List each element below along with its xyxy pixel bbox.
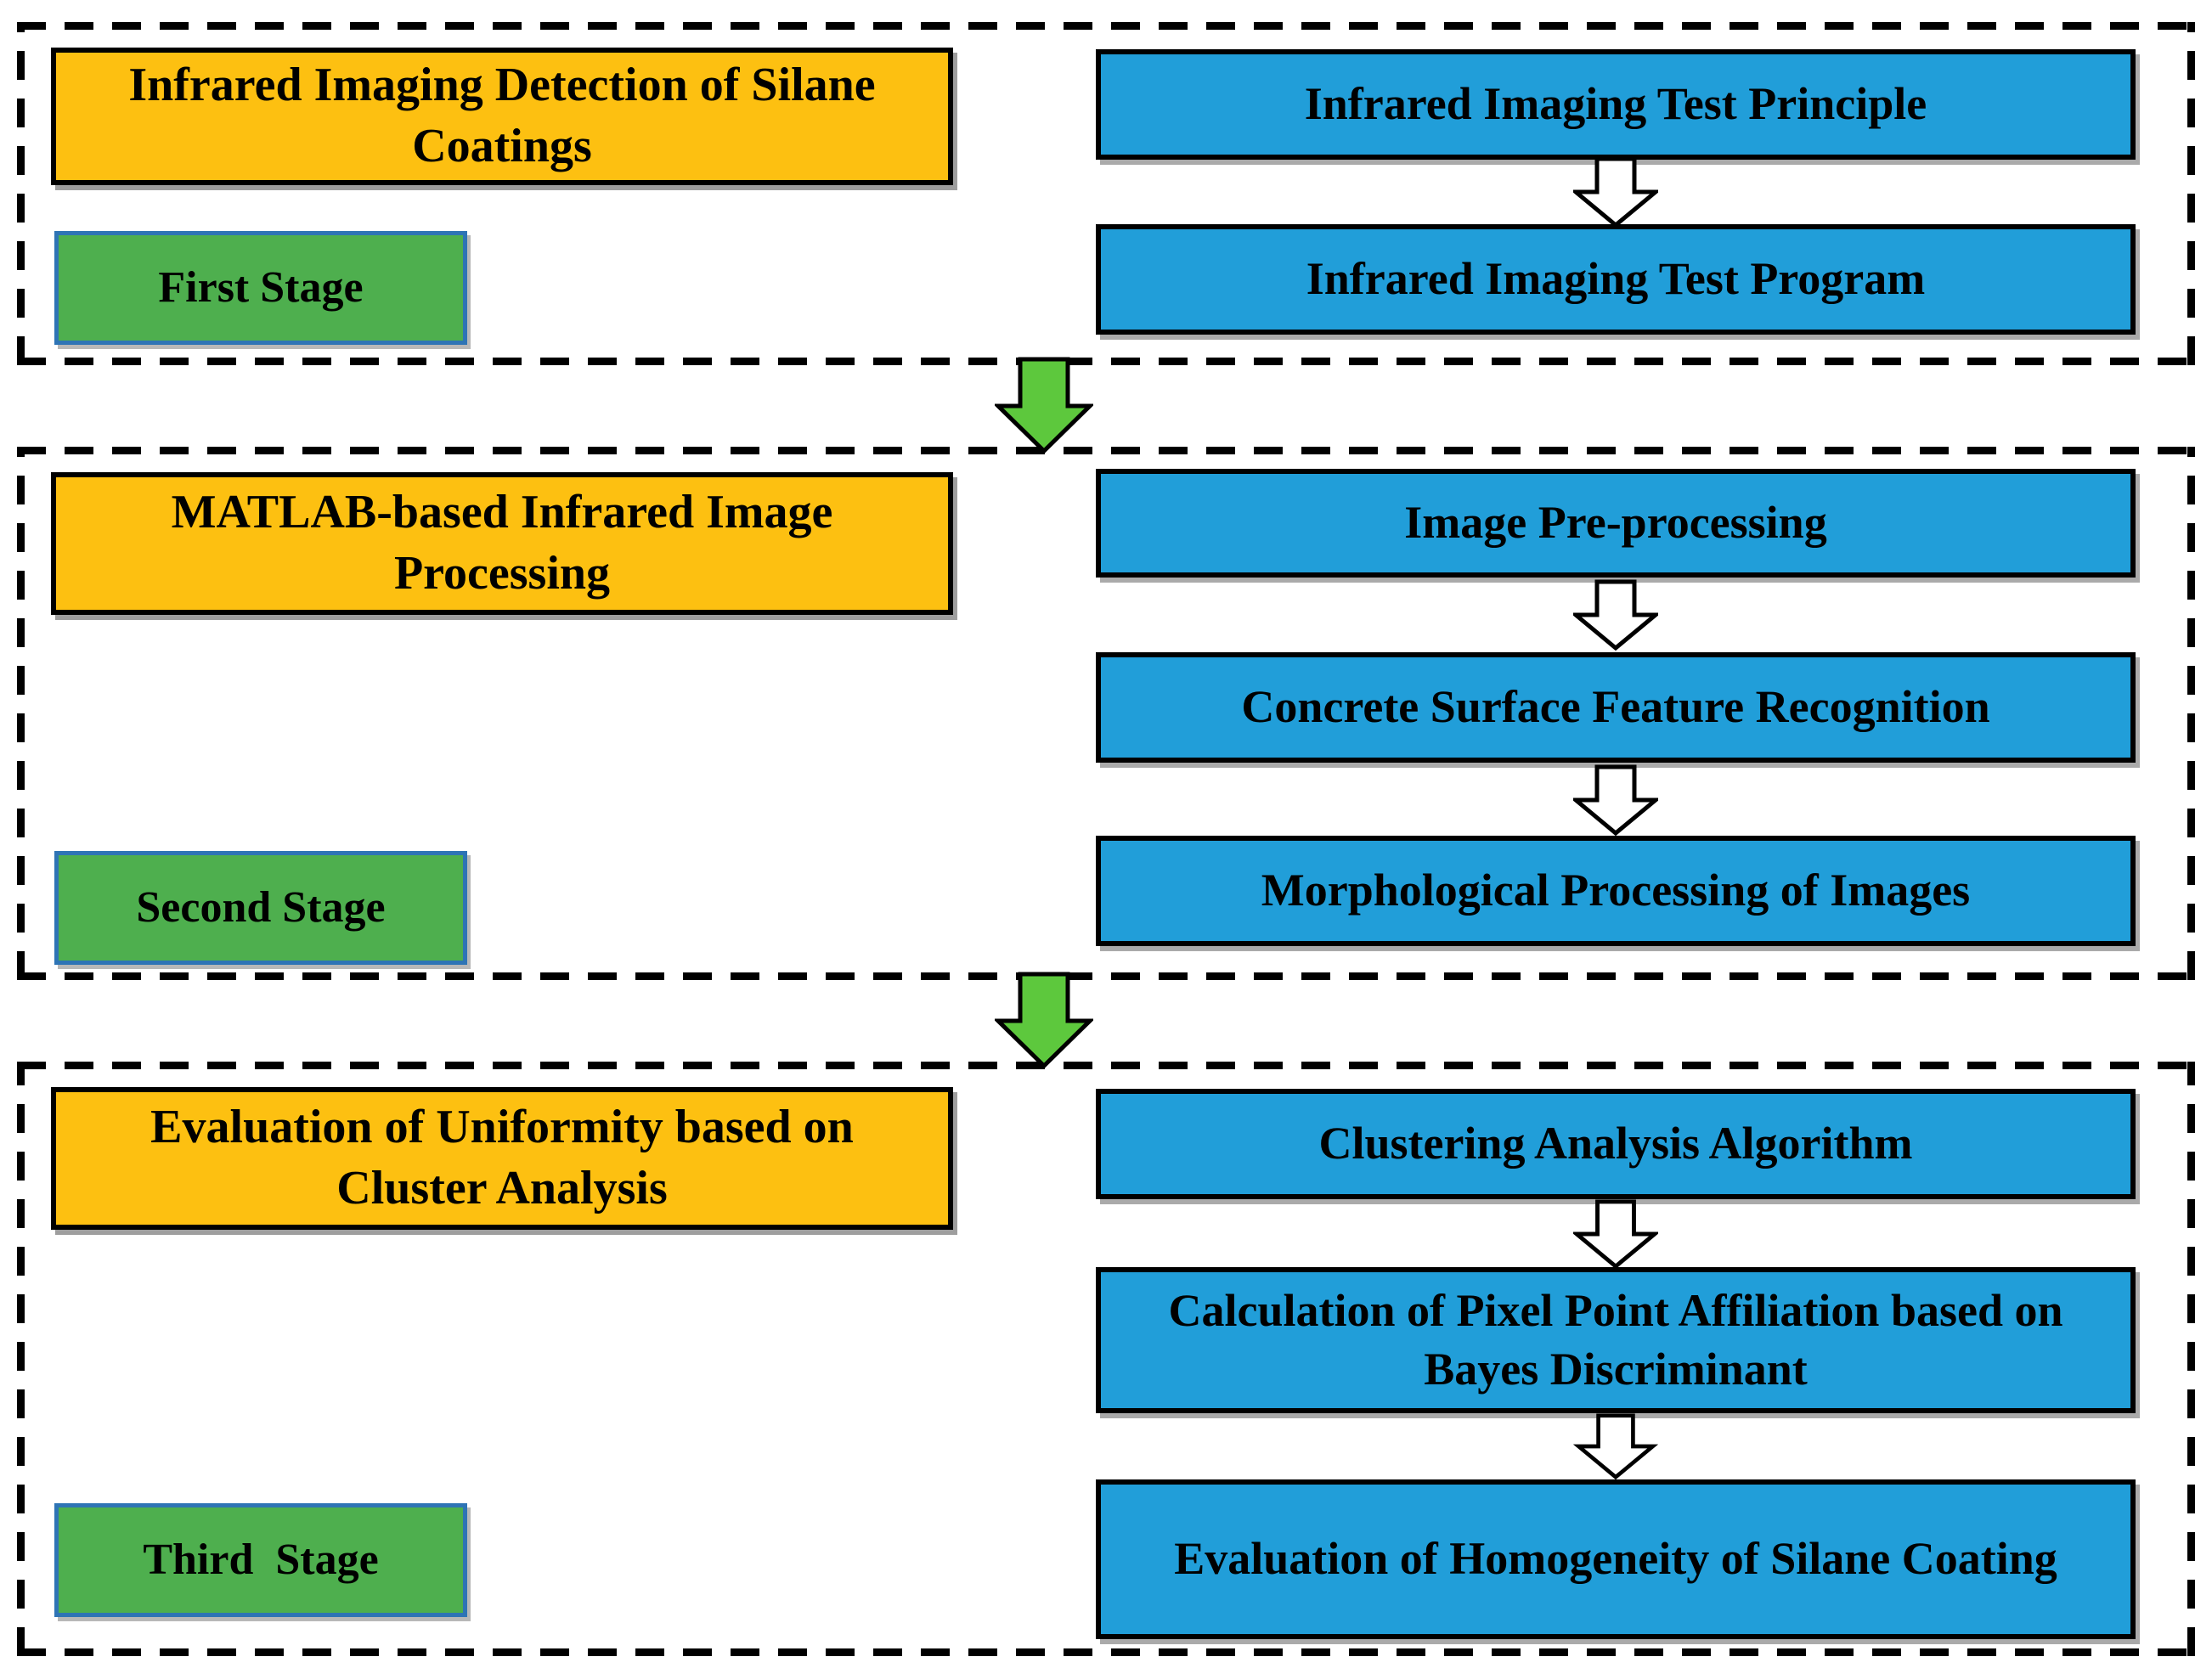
stage-3-label-box: Third Stage	[54, 1503, 467, 1617]
stage-transition-arrow-icon	[995, 357, 1093, 454]
stage-transition-arrow-icon	[995, 972, 1093, 1068]
stage-2-label-text: Second Stage	[136, 882, 386, 932]
stage-1-step-1-box: Infrared Imaging Test Principle	[1096, 49, 2136, 160]
stage-3-step-1-text: Clustering Analysis Algorithm	[1318, 1118, 1913, 1169]
stage-1-title-text: Infrared Imaging Detection of Silane Coa…	[128, 59, 876, 172]
stage-1-section: Infrared Imaging Detection of Silane Coa…	[17, 22, 2195, 365]
step-flow-arrow-icon	[1573, 1199, 1658, 1269]
stage-3-step-3-text: Evaluation of Homogeneity of Silane Coat…	[1174, 1533, 2057, 1585]
stage-2-section: MATLAB-based Infrared Image Processing S…	[17, 447, 2195, 980]
stage-2-step-2-text: Concrete Surface Feature Recognition	[1241, 681, 1990, 733]
stage-2-step-3-box: Morphological Processing of Images	[1096, 836, 2136, 946]
stage-1-title-box: Infrared Imaging Detection of Silane Coa…	[51, 48, 953, 185]
stage-1-step-2-box: Infrared Imaging Test Program	[1096, 224, 2136, 335]
stage-2-step-3-text: Morphological Processing of Images	[1261, 865, 1971, 916]
stage-3-label-text: Third Stage	[143, 1535, 379, 1584]
stage-2-step-1-text: Image Pre-processing	[1404, 497, 1827, 549]
stage-3-step-1-box: Clustering Analysis Algorithm	[1096, 1089, 2136, 1199]
stage-3-step-2-box: Calculation of Pixel Point Affiliation b…	[1096, 1267, 2136, 1413]
stage-1-step-1-text: Infrared Imaging Test Principle	[1304, 78, 1927, 130]
stage-2-step-1-box: Image Pre-processing	[1096, 469, 2136, 578]
stage-3-step-3-box: Evaluation of Homogeneity of Silane Coat…	[1096, 1479, 2136, 1639]
stage-3-section: Evaluation of Uniformity based on Cluste…	[17, 1062, 2195, 1656]
stage-3-title-box: Evaluation of Uniformity based on Cluste…	[51, 1087, 953, 1230]
stage-1-label-box: First Stage	[54, 231, 467, 345]
stage-2-label-box: Second Stage	[54, 851, 467, 965]
step-flow-arrow-icon	[1573, 1413, 1658, 1479]
stage-3-title-text: Evaluation of Uniformity based on Cluste…	[150, 1101, 854, 1214]
stage-1-label-text: First Stage	[158, 262, 364, 312]
stage-2-title-text: MATLAB-based Infrared Image Processing	[171, 486, 833, 600]
stage-2-title-box: MATLAB-based Infrared Image Processing	[51, 472, 953, 615]
step-flow-arrow-icon	[1573, 764, 1658, 836]
stage-3-step-2-text: Calculation of Pixel Point Affiliation b…	[1168, 1284, 2063, 1395]
step-flow-arrow-icon	[1573, 156, 1658, 228]
stage-1-step-2-text: Infrared Imaging Test Program	[1306, 253, 1926, 305]
stage-2-step-2-box: Concrete Surface Feature Recognition	[1096, 652, 2136, 763]
step-flow-arrow-icon	[1573, 579, 1658, 651]
